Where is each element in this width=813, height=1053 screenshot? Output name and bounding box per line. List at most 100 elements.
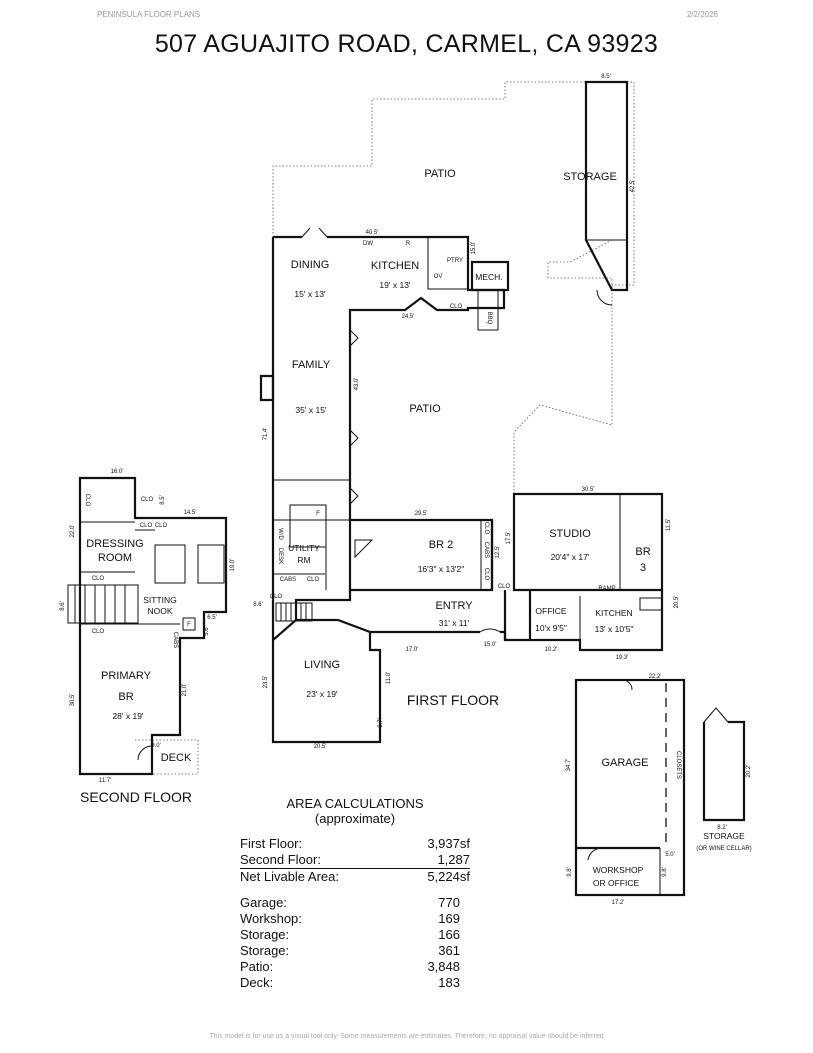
primary-label-2: BR [118,691,133,703]
deck-label: DECK [161,752,192,764]
area-row-value: 1,287 [437,852,470,867]
clo-kitchen: CLO [450,304,463,310]
area-row-label: Patio: [240,959,274,974]
clo-dress-b: CLO [141,497,154,503]
br2-label: BR 2 [429,539,453,551]
area-row: Net Livable Area: 5,224sf [240,869,470,885]
dim-8-6-second: 8.6' [60,601,66,611]
dim-20-5-living: 20.5' [314,744,327,750]
area-row-label: Storage: [240,943,290,958]
area-row-label: Deck: [240,975,274,990]
dim-34-7: 34.7' [566,759,572,772]
clo-dress-c: CLO [140,523,153,529]
dim-16-0: 16.0' [111,469,124,475]
dim-8-2: 8.2' [717,825,727,831]
dim-15-0-kitchen: 15.0' [471,242,477,255]
first-floor-label: FIRST FLOOR [407,692,499,708]
dim-9-0: 9.0' [151,743,161,749]
dim-9-8-left: 9.8' [567,867,573,877]
primary-size: 28' x 19' [112,711,144,721]
storage-cellar-label-2: (OR WINE CELLAR) [696,846,751,852]
kitchen2-label: KITCHEN [595,608,632,618]
bbq-label: BBQ [486,312,492,325]
dim-71-4: 71.4' [263,428,269,441]
second-floor-walls [67,476,228,776]
dim-5-6: 5.6' [204,626,210,636]
dim-17-0: 17.0' [406,647,419,653]
studio-size: 20'4" x 17' [551,552,590,562]
cabs-second: CABS [172,632,178,648]
dim-11-5: 11.5' [666,519,672,531]
dim-5-0: 5.0' [665,852,675,858]
mech-label: MECH. [475,272,502,282]
dim-40-5: 40.5' [366,230,379,236]
cabs-utility: CABS [280,577,296,583]
area-row: Storage: 361 [240,943,470,959]
dim-15-0-entry: 15.0' [484,642,497,648]
fireplace-f-utility: F [316,511,320,517]
dim-9-8-right: 9.8' [662,867,668,877]
dim-8-5-top: 8.5' [601,74,611,80]
pantry-label: PTRY [447,258,463,264]
dim-21-0: 21.0' [182,684,188,697]
ramp-label: RAMP [598,586,615,592]
living-size: 23' x 19' [306,689,338,699]
utility-label: UTILITY [288,543,320,553]
clo-dress-d: CLO [155,523,168,529]
dim-22-2: 22.2' [649,674,662,680]
clo-dress-a: CLO [84,494,90,507]
garage-building [574,678,686,897]
dim-8-5-dress: 8.5' [160,495,166,505]
fireplace-f-second: F [187,622,191,628]
first-floor-walls [259,227,664,744]
patio-outline [272,81,635,494]
area-row: Storage:166 [240,927,470,943]
area-row: Garage: 770 [240,895,470,911]
disclaimer-footer: This model is for use as a visual tool o… [209,1033,604,1040]
dim-42-5: 42.5' [630,180,636,193]
area-row-label: Storage: [240,927,290,942]
dim-11-7: 11.7' [99,778,111,784]
area-row-label: Net Livable Area: [240,869,340,884]
dim-12-5: 12.5' [495,546,501,559]
dressing-label-2: ROOM [98,552,132,564]
office-label: OFFICE [535,606,566,616]
dim-6-5: 6.5' [207,615,217,621]
area-row-value: 361 [438,943,460,958]
dressing-label: DRESSING [86,538,143,550]
dim-22-0: 22.0' [70,525,76,538]
kitchen-label: KITCHEN [371,260,419,272]
area-row-label: Workshop: [240,911,302,926]
office-size: 10'x 9'5" [535,623,567,633]
area-row-value: 3,848 [427,959,460,974]
area-row-value: 183 [438,975,460,990]
area-row-value: 770 [438,895,460,910]
desk-label: DESK [277,548,283,564]
dining-label: DINING [291,259,330,271]
kitchen2-size: 13' x 10'5" [595,624,634,634]
family-size: 35' x 15' [295,405,327,415]
area-row: First Floor:3,937sf [240,836,470,852]
clo-br2-a: CLO [483,522,489,535]
workshop-label-2: OR OFFICE [593,878,640,888]
dw-label: DW [363,241,373,247]
fridge-label: R [406,241,411,247]
header-brand: PENINSULA FLOOR PLANS [97,10,201,19]
storage-cellar [702,707,746,822]
area-row-value: 5,224sf [427,869,470,884]
area-row: Patio: 3,848 [240,959,470,975]
br3-label-2: 3 [640,562,646,574]
area-row-label: Garage: [240,895,287,910]
cabs-br2: CABS [483,542,489,558]
br2-size: 16'3" x 13'2" [418,564,465,574]
clo-stair-second-a: CLO [92,576,105,582]
dim-17-5: 17.5' [506,532,512,545]
clo-utility: CLO [307,577,320,583]
family-label: FAMILY [292,359,331,371]
dim-11-0: 11.0' [386,672,392,684]
area-row: Workshop:169 [240,911,470,927]
dim-19-0: 19.0' [230,559,236,572]
area-row-label: First Floor: [240,836,303,851]
br3-label: BR [635,546,650,558]
